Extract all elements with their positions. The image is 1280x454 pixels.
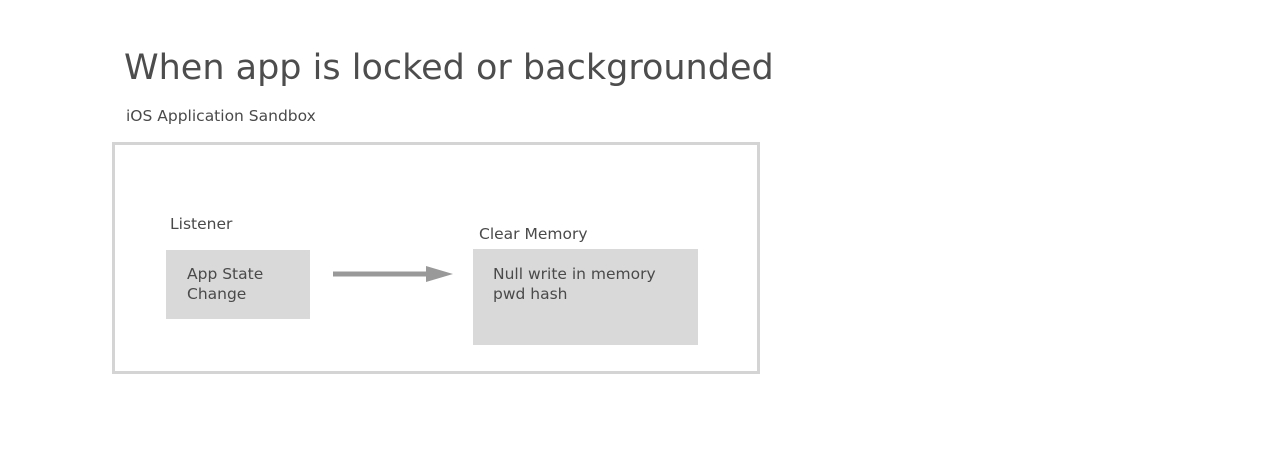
app-state-change-box: App State Change bbox=[166, 250, 310, 319]
diagram-title: When app is locked or backgrounded bbox=[124, 48, 774, 88]
null-write-text: Null write in memory pwd hash bbox=[493, 265, 656, 303]
sandbox-label: iOS Application Sandbox bbox=[126, 107, 316, 125]
flow-arrow-head bbox=[426, 266, 453, 282]
flow-arrow bbox=[333, 266, 453, 282]
clear-memory-label: Clear Memory bbox=[479, 225, 588, 243]
listener-label: Listener bbox=[170, 215, 233, 233]
app-state-change-text: App State Change bbox=[187, 265, 264, 303]
null-write-box: Null write in memory pwd hash bbox=[473, 249, 698, 345]
